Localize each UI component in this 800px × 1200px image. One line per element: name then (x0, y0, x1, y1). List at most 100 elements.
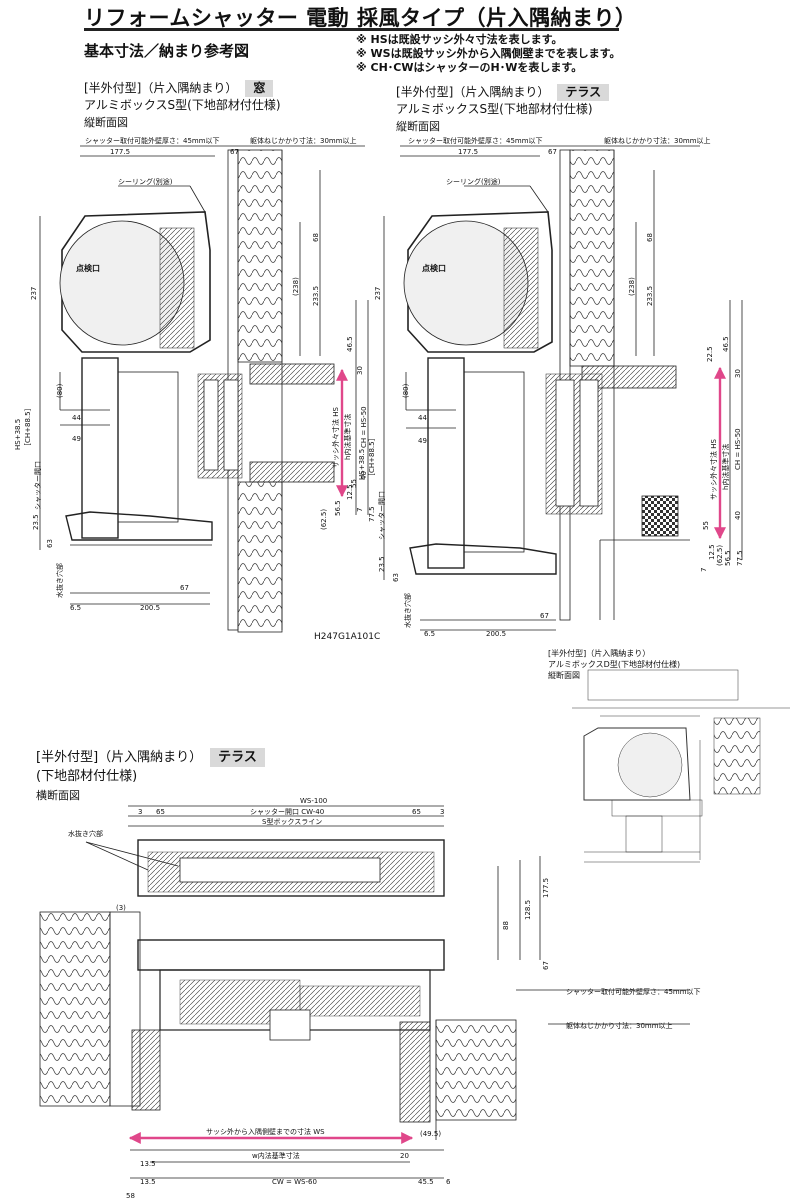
d2-dim-68: 68 (646, 233, 654, 242)
d3-dim-3p: (3) (116, 904, 126, 912)
diagram1-header: [半外付型]（片入隅納まり）窓 アルミボックスS型(下地部材付仕様) 縦断面図 (84, 80, 281, 131)
d1-dim-77-5: 77.5 (368, 506, 376, 522)
d2-dim-233-5: 233.5 (646, 286, 654, 306)
d1-sealing: シーリング(別途) (118, 177, 173, 186)
small-diagram-box: アルミボックスD型(下地部材付仕様) (548, 660, 681, 669)
d1-dim-67: 67 (230, 148, 239, 156)
d3-dim-65b: 65 (412, 808, 421, 816)
d1-dim-55: 55 (350, 479, 358, 488)
d3-dim-20: 20 (400, 1152, 409, 1160)
d2-dim-23-5: 23.5 (378, 556, 386, 572)
d2-drain: 水抜き穴部 (403, 593, 412, 628)
d3-dim-45-5: 45.5 (418, 1178, 434, 1186)
d2-dim-67b: 67 (540, 612, 549, 620)
d1-screw-depth: 躯体ねじかかり寸法：30mm以上 (250, 136, 357, 145)
d1-dim-177-5: 177.5 (110, 148, 130, 156)
d3-dim-65a: 65 (156, 808, 165, 816)
d2-wall-thickness: シャッター取付可能外壁厚さ：45mm以下 (408, 136, 543, 145)
d1-drain: 水抜き穴部 (55, 563, 64, 598)
d2-dim-80: (80) (402, 383, 410, 398)
diagram2-section: 縦断面図 (396, 120, 440, 133)
page-subtitle: 基本寸法／納まり参考図 (84, 42, 250, 60)
d2-shutter-opening: シャッター開口 (377, 491, 386, 540)
d1-dim-56-5: 56.5 (334, 500, 342, 516)
d1-dim-200-5: 200.5 (140, 604, 160, 612)
d1-dim-7: 7 (356, 508, 364, 512)
d2-dim-30: 30 (734, 369, 742, 378)
d3-ws100: WS-100 (300, 797, 327, 805)
d3-box-line: S型ボックスライン (262, 817, 322, 826)
d3-dim-6: 6 (446, 1178, 451, 1186)
d3-dim-88: 88 (502, 921, 510, 930)
d1-dim-233-5: 233.5 (312, 286, 320, 306)
d2-sash-hs: サッシ外々寸法 HS (709, 439, 718, 500)
d2-dim-177-5: 177.5 (458, 148, 478, 156)
d2-dim-6-5: 6.5 (424, 630, 435, 638)
diagram2-type: [半外付型]（片入隅納まり） (396, 85, 550, 99)
diagram3-header: [半外付型]（片入隅納まり）テラス (下地部材付仕様) 横断面図 (36, 748, 265, 805)
title-rule (84, 28, 619, 31)
d1-dim-30: 30 (356, 366, 364, 375)
diagram1-drawing (39, 145, 369, 633)
d1-dim-49: 49 (72, 435, 81, 443)
d2-dim-22-5: 22.5 (706, 346, 714, 362)
d3-dim-3b: 3 (440, 808, 444, 816)
diagram1-tag: 窓 (245, 80, 274, 97)
d3-dim-58: 58 (126, 1192, 135, 1200)
d3-dim-128-5: 128.5 (524, 900, 532, 920)
d1-ch-plus: ［CH+88.5］ (24, 404, 32, 450)
d2-h-inner: h内法基準寸法 (721, 444, 730, 490)
d1-dim-68: 68 (312, 233, 320, 242)
drawing-code: H247G1A101C (314, 632, 381, 642)
d3-w-inner: w内法基準寸法 (252, 1151, 300, 1160)
d2-dim-62-5: (62.5) (716, 545, 724, 566)
d2-dim-238: (238) (628, 277, 636, 296)
d1-h-inner: h内法基準寸法 (343, 414, 352, 460)
d1-sash-hs: サッシ外々寸法 HS (331, 407, 340, 468)
d2-sealing: シーリング(別途) (446, 177, 501, 186)
d1-dim-12-5: 12.5 (346, 484, 354, 500)
d2-dim-44: 44 (418, 414, 427, 422)
d3-dim-3a: 3 (138, 808, 142, 816)
d3-screw-depth: 躯体ねじかかり寸法：30mm以上 (566, 1021, 673, 1030)
d2-hs-plus: HS+38.5 (358, 449, 366, 480)
d3-wall-thickness: シャッター取付可能外壁厚さ：45mm以下 (566, 987, 701, 996)
d1-dim-46-5: 46.5 (346, 336, 354, 352)
diagram3-type: [半外付型]（片入隅納まり） (36, 750, 203, 765)
diagram2-drawing (383, 145, 743, 631)
d1-dim-80: (80) (56, 383, 64, 398)
d2-dim-49: 49 (418, 437, 427, 445)
note-3: ※ CH･CWはシャッターのH･Wを表します。 (356, 61, 583, 74)
d2-dim-56-5: 56.5 (724, 550, 732, 566)
d2-dim-46-5: 46.5 (722, 336, 730, 352)
diagram3-labels: WS-100 3 65 シャッター開口 CW-40 65 3 S型ボックスライン… (68, 797, 701, 1200)
diagram3-section: 横断面図 (36, 789, 80, 802)
d1-dim-44: 44 (72, 414, 81, 422)
diagram1-labels: シャッター取付可能外壁厚さ：45mm以下 躯体ねじかかり寸法：30mm以上 17… (14, 136, 376, 612)
small-diagram-header: [半外付型]（片入隅納まり） アルミボックスD型(下地部材付仕様) 縦断面図 (548, 648, 680, 681)
d2-ch: CH = HS-50 (734, 428, 742, 470)
d2-dim-40: 40 (734, 511, 742, 520)
diagram2-labels: シャッター取付可能外壁厚さ：45mm以下 躯体ねじかかり寸法：30mm以上 17… (358, 136, 744, 638)
note-1: ※ HSは既設サッシ外々寸法を表します。 (356, 33, 563, 46)
diagram3-drawing (39, 805, 690, 1179)
d2-screw-depth: 躯体ねじかかり寸法：30mm以上 (604, 136, 711, 145)
d3-dim-13-5b: 13.5 (140, 1178, 156, 1186)
d1-dim-238: (238) (292, 277, 300, 296)
d1-dim-63: 63 (46, 539, 54, 548)
diagram3-tag: テラス (210, 748, 265, 767)
d1-inspection: 点検口 (76, 263, 100, 273)
d2-dim-63: 63 (392, 573, 400, 582)
d2-dim-12-5: 12.5 (708, 544, 716, 560)
d3-dim-49-5: (49.5) (420, 1130, 441, 1138)
d1-dim-6-5: 6.5 (70, 604, 81, 612)
d1-hs-plus: HS+38.5 (14, 419, 22, 450)
d2-ch-plus: ［CH+88.5］ (368, 434, 376, 480)
diagram1-box: アルミボックスS型(下地部材付仕様) (84, 98, 281, 112)
d2-dim-77-5: 77.5 (736, 550, 744, 566)
d3-cw: CW = WS-60 (272, 1178, 317, 1186)
diagram2-header: [半外付型]（片入隅納まり）テラス アルミボックスS型(下地部材付仕様) 縦断面… (396, 84, 610, 135)
notes: ※ HSは既設サッシ外々寸法を表します。 ※ WSは既設サッシ外から入隅側壁まで… (356, 33, 620, 75)
